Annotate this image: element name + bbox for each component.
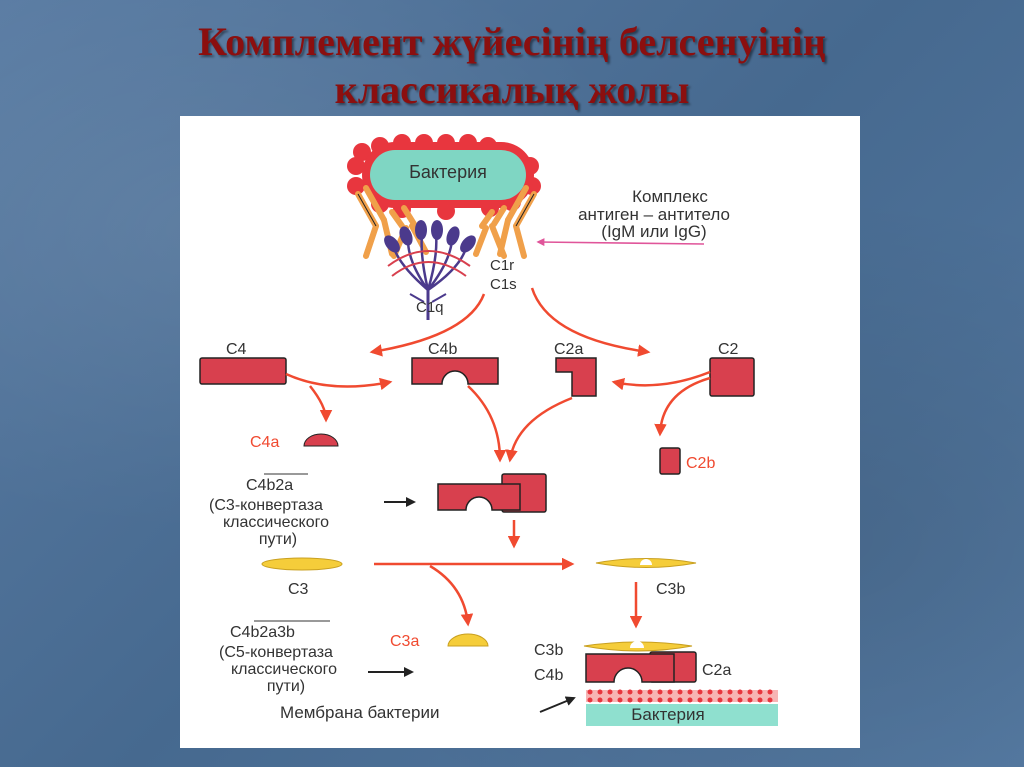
arrow-c4-to-c4b bbox=[285, 372, 393, 391]
c4-label: C4 bbox=[226, 341, 247, 358]
complement-pathway-diagram: Бактерия C1r C1s C1q Комплекс антиген – … bbox=[199, 134, 778, 726]
c3-convertase-text-1: (C3-конвертаза bbox=[209, 497, 323, 514]
bacterium-label: Бактерия bbox=[409, 162, 487, 182]
c3-molecule bbox=[261, 557, 343, 571]
c4b2a-c4b-part bbox=[437, 483, 521, 511]
c4a-fragment bbox=[303, 433, 339, 447]
arrow-c1s-to-c2 bbox=[530, 287, 651, 357]
slide-title: Комплемент жүйесінің белсенуінің классик… bbox=[0, 18, 1024, 114]
c4b-bottom-label: C4b bbox=[534, 667, 563, 684]
bacterium-top bbox=[347, 134, 541, 220]
c2-block bbox=[709, 357, 755, 397]
bacterium-bottom-label: Бактерия bbox=[631, 705, 704, 724]
membrane-label: Мембрана бактерии bbox=[280, 703, 439, 722]
c3b-label: C3b bbox=[656, 581, 685, 598]
c1s-label: C1s bbox=[490, 276, 517, 293]
c4a-label: C4a bbox=[250, 434, 279, 451]
c2b-block bbox=[659, 447, 681, 475]
c1q-label: C1q bbox=[416, 299, 444, 316]
c4b2a3b-label: C4b2a3b bbox=[230, 624, 295, 641]
c4b2a-label: C4b2a bbox=[246, 477, 293, 494]
c3-convertase-text-3: пути) bbox=[259, 531, 297, 548]
arrow-c2-to-c2b bbox=[654, 376, 711, 437]
arrow-c2a-to-complex bbox=[505, 396, 573, 463]
c5-convertase-text-2: классического bbox=[231, 661, 337, 678]
title-line-1: Комплемент жүйесінің белсенуінің bbox=[198, 19, 826, 64]
c1q-molecule bbox=[384, 220, 476, 320]
c3b-bottom-label: C3b bbox=[534, 642, 563, 659]
complex-label-3: (IgM или IgG) bbox=[601, 222, 706, 241]
c4b-block bbox=[411, 357, 499, 385]
c5-convertase-text-3: пути) bbox=[267, 678, 305, 695]
title-line-2: классикалық жолы bbox=[334, 67, 690, 112]
bacterial-membrane bbox=[586, 689, 778, 726]
c3a-fragment bbox=[447, 633, 489, 647]
c3-convertase-text-2: классического bbox=[223, 514, 329, 531]
c1r-label: C1r bbox=[490, 257, 514, 274]
c2-label: C2 bbox=[718, 341, 739, 358]
c3a-label: C3a bbox=[390, 633, 419, 650]
diagram-panel: Бактерия C1r C1s C1q Комплекс антиген – … bbox=[180, 116, 860, 748]
c2a-label: C2a bbox=[554, 341, 583, 358]
c3-label: C3 bbox=[288, 581, 309, 598]
c4-block bbox=[199, 357, 287, 385]
c2b-label: C2b bbox=[686, 455, 715, 472]
c5-convertase-text-1: (C5-конвертаза bbox=[219, 644, 333, 661]
bottom-c4b-block bbox=[585, 653, 675, 683]
arrow-c4b-to-complex bbox=[467, 385, 507, 463]
arrow-c3-to-c3a bbox=[429, 564, 474, 627]
complex-label-2: антиген – антитело bbox=[578, 205, 730, 224]
c2a-block bbox=[555, 357, 597, 397]
c2a-bottom-label: C2a bbox=[702, 662, 731, 679]
arrow-membrane-pointer bbox=[539, 696, 576, 713]
arrow-c1s-to-c4 bbox=[369, 293, 486, 357]
c4b-label: C4b bbox=[428, 341, 457, 358]
complex-pointer-arrow bbox=[536, 238, 705, 247]
arrow-c2-to-c2a bbox=[611, 370, 711, 391]
complex-label-1: Комплекс bbox=[632, 187, 708, 206]
arrow-c4-to-c4a bbox=[309, 385, 333, 423]
